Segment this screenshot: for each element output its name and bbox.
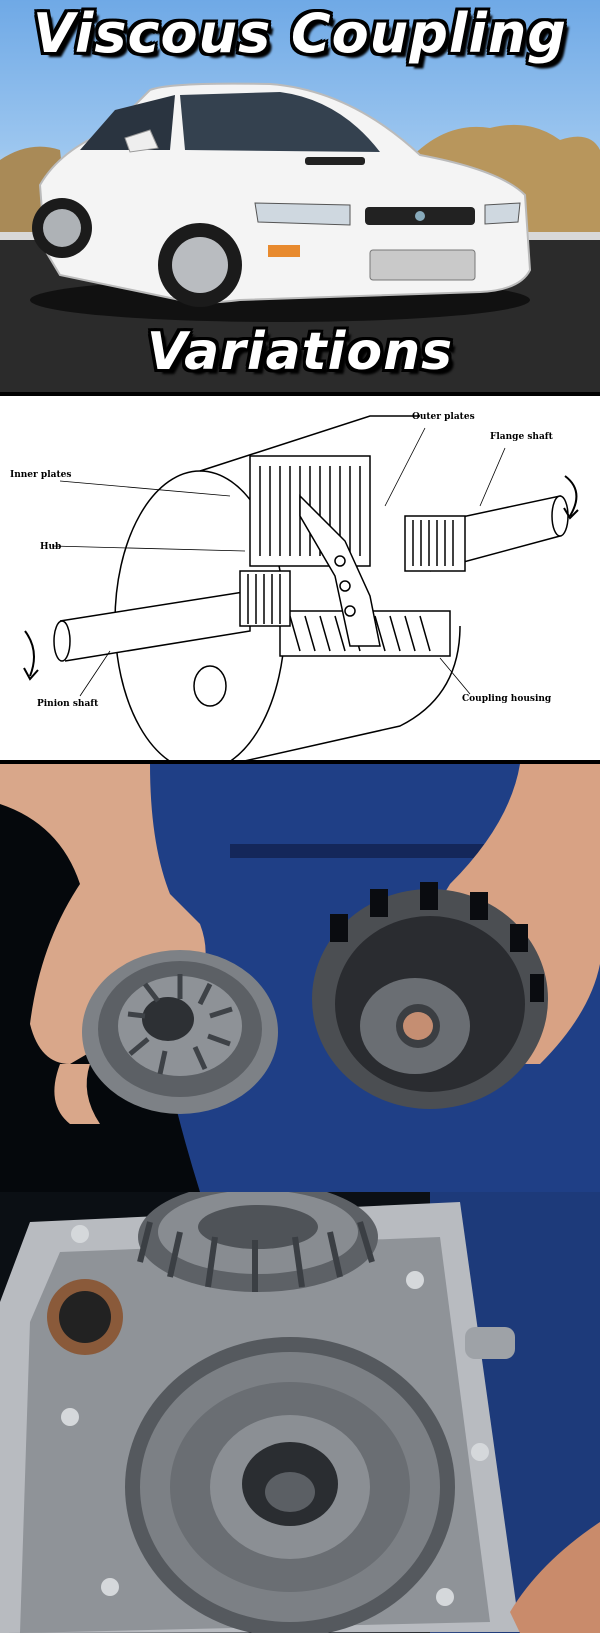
car-windshield <box>180 92 380 152</box>
label-outer-plates: Outer plates <box>412 412 475 422</box>
top-gear <box>137 1192 378 1292</box>
housing-top-edge <box>199 415 420 472</box>
flange-splines <box>404 515 466 572</box>
label-coupling-housing: Coupling housing <box>462 694 552 704</box>
label-hub: Hub <box>40 542 62 552</box>
car-badge <box>415 211 425 221</box>
car-indicator <box>268 245 300 257</box>
car-bumper-intake <box>369 249 476 281</box>
label-pinion-shaft: Pinion shaft <box>37 699 99 709</box>
car-mirror <box>124 129 159 153</box>
label-flange-shaft: Flange shaft <box>490 432 553 442</box>
rotation-arrow-left <box>24 630 35 677</box>
pinion-shaft <box>59 590 251 662</box>
car-headlight-right <box>484 202 521 225</box>
housing-bolt <box>193 665 227 707</box>
shaft-stub <box>465 1327 515 1359</box>
leader-lines <box>51 427 506 697</box>
title-bottom: Variations <box>146 322 454 382</box>
hood-scoop <box>305 157 365 165</box>
belt <box>230 844 510 858</box>
diagram-panel: Outer plates Flange shaft Inner plates H… <box>0 392 600 764</box>
housing-part <box>312 882 548 1109</box>
hub-spline-bore <box>142 997 194 1041</box>
viscous-coupling-diagram <box>23 415 579 760</box>
car-front-rim <box>172 237 228 293</box>
left-thumb <box>54 1064 100 1124</box>
car-photo <box>0 82 600 392</box>
hero-photo-panel: Viscous Coupling Variations <box>0 0 600 392</box>
rotation-arrow-right <box>564 475 578 517</box>
hub-part <box>82 950 278 1114</box>
viscous-coupling-disc <box>125 1337 455 1633</box>
car-rear-rim <box>43 209 81 247</box>
label-inner-plates: Inner plates <box>10 470 72 480</box>
housing-bottom-edge <box>245 625 461 760</box>
right-hand <box>420 764 600 1064</box>
hands-holding-coupling-photo <box>0 764 600 1192</box>
casing-bolts <box>61 1225 489 1606</box>
gearbox-installed-coupling-photo <box>0 1192 600 1633</box>
title-top: Viscous Coupling <box>33 2 567 65</box>
car-headlight-left <box>254 202 351 226</box>
hands-photo-panel <box>0 764 600 1192</box>
hand-bottom-right <box>510 1522 600 1633</box>
gearbox-photo-panel <box>0 1192 600 1633</box>
cutaway-plate <box>299 494 381 647</box>
